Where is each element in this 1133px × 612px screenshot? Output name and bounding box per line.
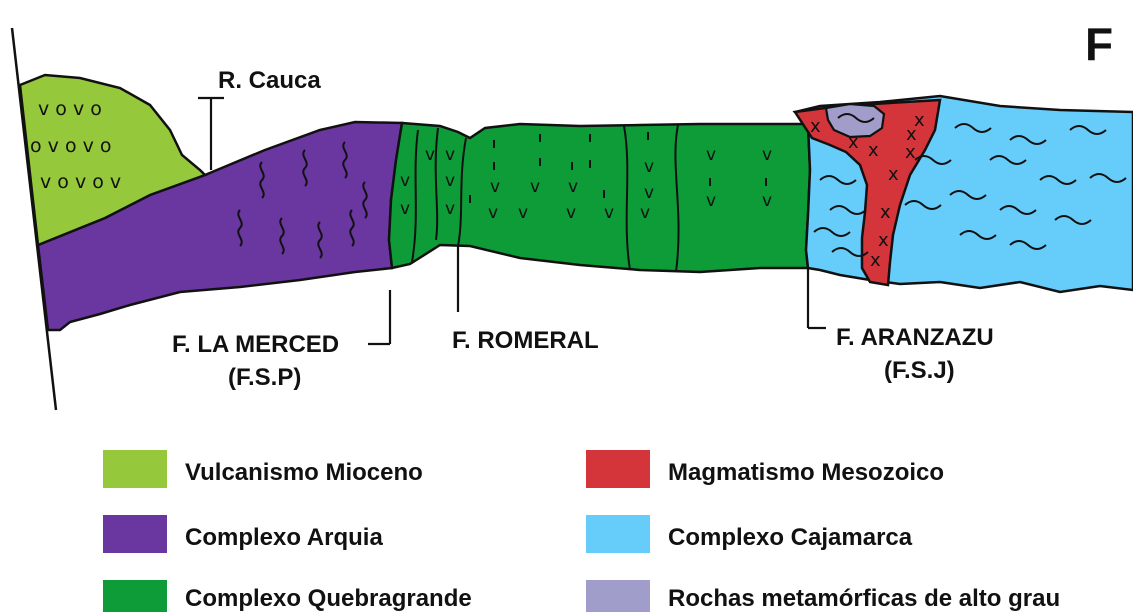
svg-text:x: x [905,142,916,163]
svg-text:v: v [400,199,410,219]
svg-text:v: v [644,183,654,203]
svg-text:x: x [870,250,881,271]
svg-text:v: v [604,203,614,223]
svg-text:v: v [425,145,435,165]
legend-label-magmatismo-mesozoico: Magmatismo Mesozoico [668,459,944,486]
svg-text:v: v [518,203,528,223]
label-fault-merced: F. LA MERCED [172,331,339,358]
svg-text:x: x [868,140,879,161]
legend-swatch-rochas-metamorficas [586,580,650,612]
label-river: R. Cauca [218,67,321,94]
legend-label-complexo-cajamarca: Complexo Cajamarca [668,524,913,551]
legend-swatch-vulcanismo-mioceno [103,450,167,488]
legend-label-rochas-metamorficas: Rochas metamórficas de alto grau [668,585,1060,612]
title-fragment: F [1085,18,1113,70]
svg-text:v o v o: v o v o [38,98,102,120]
legend: Vulcanismo Mioceno Complexo Arquia Compl… [103,450,1060,612]
label-fault-aranzazu: F. ARANZAZU [836,324,994,351]
label-fault-romeral: F. ROMERAL [452,327,599,354]
svg-text:v: v [488,203,498,223]
svg-text:v: v [445,199,455,219]
svg-text:v: v [490,177,500,197]
svg-text:v: v [762,145,772,165]
label-fault-merced-abbr: (F.S.P) [228,364,301,391]
svg-text:v: v [568,177,578,197]
svg-text:x: x [878,230,889,251]
svg-text:v o v o v: v o v o v [40,171,121,193]
svg-text:x: x [810,116,821,137]
svg-text:v: v [706,191,716,211]
label-fault-aranzazu-abbr: (F.S.J) [884,357,955,384]
legend-label-complexo-quebragrande: Complexo Quebragrande [185,585,472,612]
svg-text:x: x [848,132,859,153]
svg-text:v: v [445,145,455,165]
legend-swatch-complexo-cajamarca [586,515,650,553]
svg-text:v: v [762,191,772,211]
svg-text:v: v [400,171,410,191]
svg-text:v: v [640,203,650,223]
legend-swatch-complexo-arquia [103,515,167,553]
legend-swatch-complexo-quebragrande [103,580,167,612]
svg-text:o v o v o: o v o v o [30,135,112,157]
svg-text:x: x [888,164,899,185]
svg-text:v: v [530,177,540,197]
svg-text:v: v [706,145,716,165]
legend-swatch-magmatismo-mesozoico [586,450,650,488]
svg-text:x: x [880,202,891,223]
svg-text:x: x [906,124,917,145]
svg-text:v: v [644,157,654,177]
legend-label-complexo-arquia: Complexo Arquia [185,524,383,551]
svg-text:v: v [566,203,576,223]
legend-label-vulcanismo-mioceno: Vulcanismo Mioceno [185,459,423,486]
svg-text:v: v [445,171,455,191]
